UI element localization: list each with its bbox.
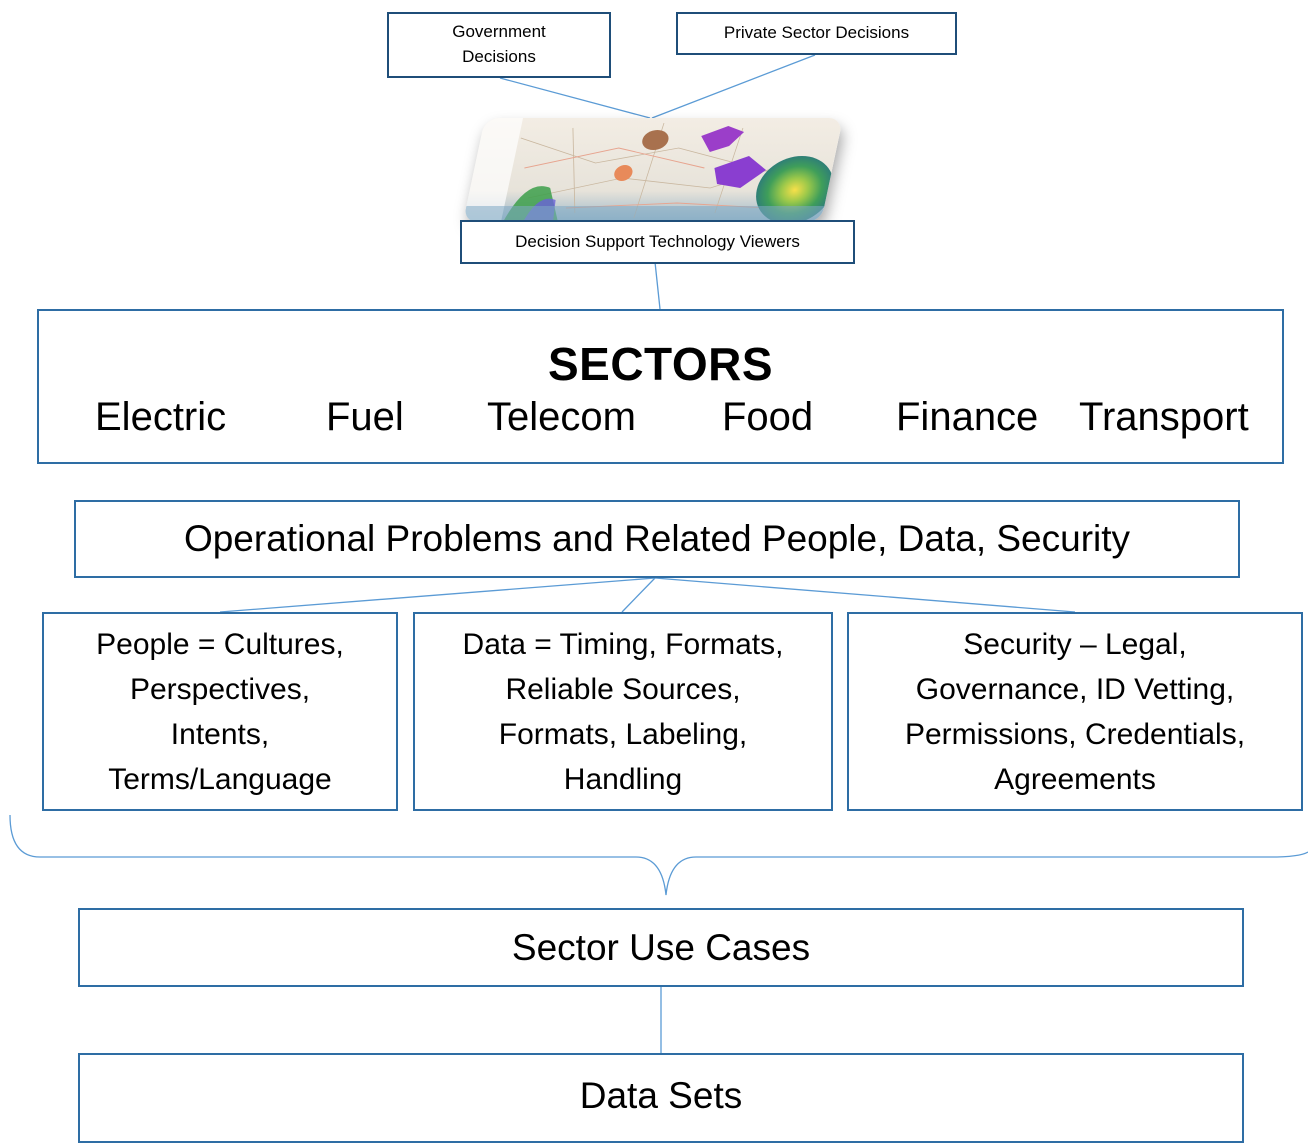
private-sector-decisions-label: Private Sector Decisions — [723, 23, 910, 43]
data-line: Data = Timing, Formats, — [462, 627, 784, 661]
data-line: Handling — [563, 762, 683, 796]
government-decisions-box: Government Decisions — [387, 12, 611, 78]
map-viewer-image — [462, 118, 844, 222]
security-box: Security – Legal, Governance, ID Vetting… — [847, 612, 1303, 811]
sector-food: Food — [722, 395, 814, 439]
people-line: Terms/Language — [108, 762, 332, 796]
decision-support-viewers-label: Decision Support Technology Viewers — [515, 231, 800, 251]
people-line: Intents, — [170, 717, 270, 751]
decision-support-viewers-box: Decision Support Technology Viewers — [460, 220, 855, 264]
sector-use-cases-box: Sector Use Cases — [78, 908, 1244, 987]
sector-list: Electric Fuel Telecom Food Finance Trans… — [39, 391, 1282, 443]
government-decisions-label: Government Decisions — [452, 22, 546, 66]
sector-fuel: Fuel — [326, 395, 404, 439]
people-text: People = Cultures, Perspectives, Intents… — [96, 622, 344, 802]
security-line: Governance, ID Vetting, — [915, 672, 1235, 706]
security-text: Security – Legal, Governance, ID Vetting… — [905, 622, 1245, 802]
data-sets-box: Data Sets — [78, 1053, 1244, 1143]
data-line: Formats, Labeling, — [498, 717, 748, 751]
security-line: Agreements — [994, 762, 1156, 796]
sector-electric: Electric — [95, 395, 227, 439]
sectors-title: SECTORS — [547, 338, 774, 390]
sectors-box: SECTORS Electric Fuel Telecom Food Finan… — [37, 309, 1284, 464]
sector-use-cases-label: Sector Use Cases — [511, 926, 811, 968]
data-box: Data = Timing, Formats, Reliable Sources… — [413, 612, 833, 811]
sector-transport: Transport — [1079, 395, 1249, 439]
sector-telecom: Telecom — [487, 395, 636, 439]
security-line: Security – Legal, — [963, 627, 1187, 661]
data-line: Reliable Sources, — [505, 672, 741, 706]
data-sets-label: Data Sets — [579, 1075, 743, 1116]
operational-problems-box: Operational Problems and Related People,… — [74, 500, 1240, 578]
security-line: Permissions, Credentials, — [904, 717, 1246, 751]
operational-problems-label: Operational Problems and Related People,… — [183, 518, 1131, 559]
data-text: Data = Timing, Formats, Reliable Sources… — [463, 622, 784, 802]
people-line: People = Cultures, — [96, 627, 344, 661]
private-sector-decisions-box: Private Sector Decisions — [676, 12, 957, 55]
sector-finance: Finance — [896, 395, 1039, 439]
people-line: Perspectives, — [129, 672, 311, 706]
people-box: People = Cultures, Perspectives, Intents… — [42, 612, 398, 811]
